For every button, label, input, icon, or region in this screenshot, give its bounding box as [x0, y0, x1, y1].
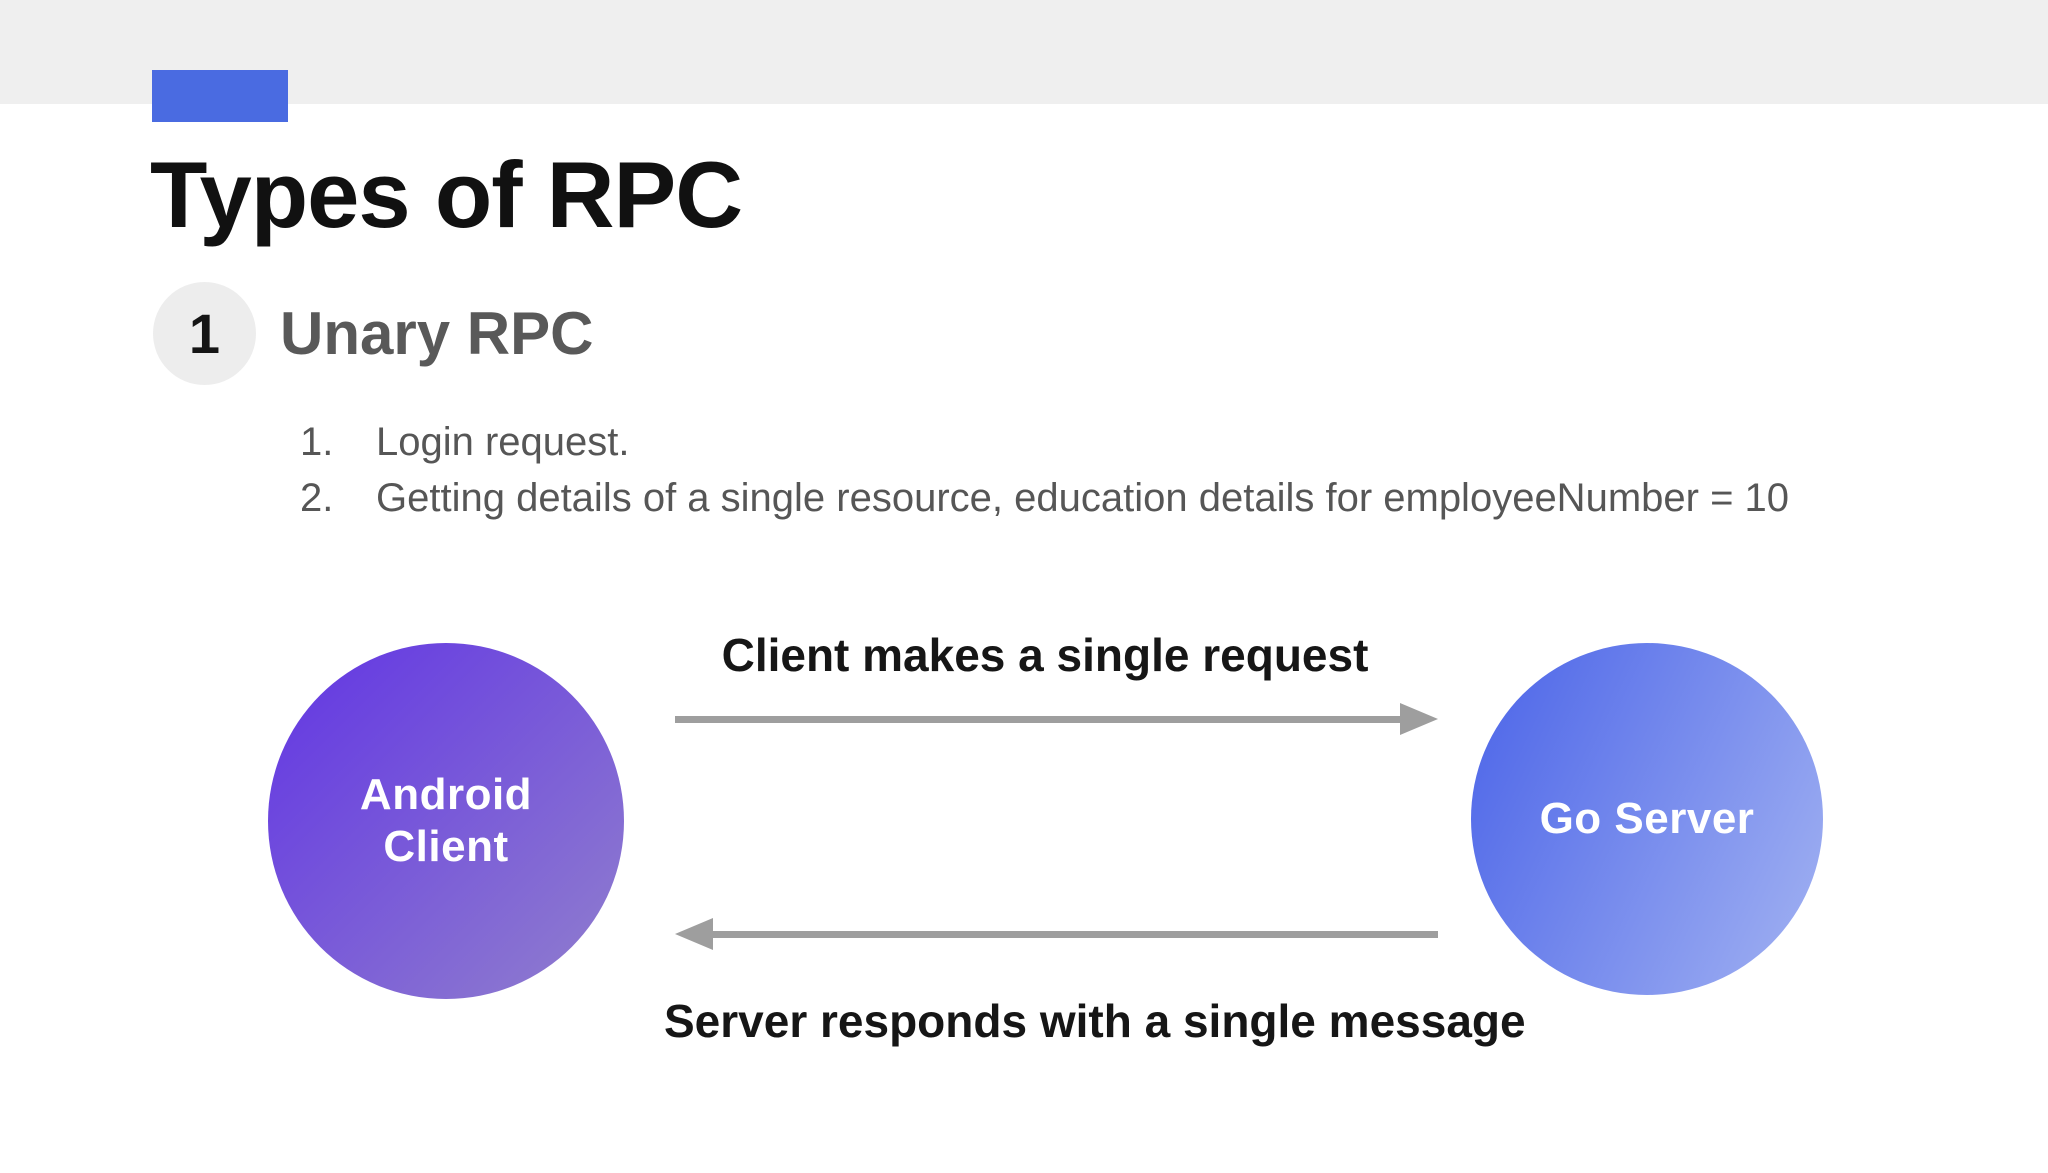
- list-marker: 2.: [300, 476, 334, 520]
- arrow-head: [675, 918, 713, 950]
- step-badge: 1: [153, 282, 256, 385]
- list-item: 1. Login request.: [300, 420, 1789, 476]
- response-edge-label: Server responds with a single message: [664, 995, 1526, 1047]
- client-node-circle: Android Client: [268, 643, 624, 999]
- list-marker: 1.: [300, 420, 334, 464]
- step-badge-number: 1: [188, 302, 221, 365]
- request-edge-label: Client makes a single request: [721, 629, 1369, 681]
- list-text: Login request.: [376, 420, 630, 464]
- arrow-shaft: [711, 931, 1438, 938]
- arrow-shaft: [675, 716, 1403, 723]
- accent-bar: [152, 70, 288, 122]
- section-heading: Unary RPC: [280, 300, 594, 367]
- header-band: [0, 0, 2048, 104]
- arrow-head: [1400, 703, 1438, 735]
- list-text: Getting details of a single resource, ed…: [376, 476, 1790, 520]
- client-label-line2: Client: [383, 822, 509, 871]
- list-item: 2. Getting details of a single resource,…: [300, 476, 1789, 532]
- page-title: Types of RPC: [150, 142, 743, 247]
- server-node-label: Go Server: [1539, 794, 1755, 844]
- ordered-list: 1. Login request. 2. Getting details of …: [300, 420, 1789, 532]
- section-heading-row: 1 Unary RPC: [153, 282, 593, 385]
- client-label-line1: Android: [359, 770, 533, 820]
- server-node-circle: Go Server: [1471, 643, 1823, 995]
- client-node-label: Android Client: [360, 769, 532, 873]
